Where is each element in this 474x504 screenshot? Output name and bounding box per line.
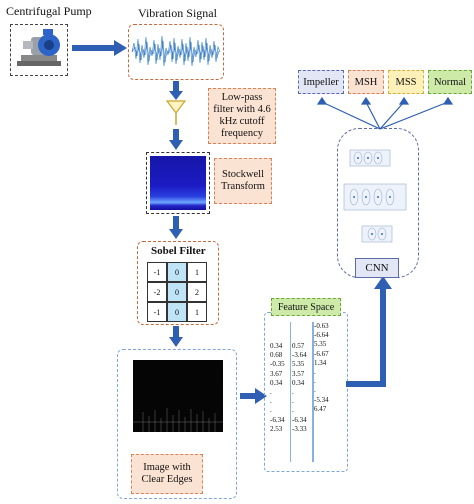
feature-value: -0.35 (270, 360, 285, 369)
feature-value: 0.57 (292, 342, 305, 350)
feature-space-title: Feature Space (271, 298, 341, 316)
stockwell-label: Stockwell Transform (214, 158, 272, 204)
sobel-cell: -1 (147, 302, 167, 322)
feature-value: 3.67 (270, 369, 283, 378)
feature-value: . (292, 406, 294, 415)
arrow-signal-to-filter (169, 81, 183, 100)
sobel-cell: 1 (187, 262, 207, 282)
edge-image-label: Image with Clear Edges (131, 454, 203, 494)
sobel-cell: -2 (147, 282, 167, 302)
stockwell-image-frame (146, 152, 210, 214)
arrow-filter-to-stockwell (169, 129, 183, 150)
feature-column-3-frame (312, 322, 339, 462)
feature-column-2-frame (290, 322, 314, 462)
feature-value: -3.33 (292, 424, 307, 433)
feature-value: . (314, 377, 316, 386)
feature-value: 5.35 (314, 340, 327, 349)
pump-image-frame (10, 24, 68, 76)
class-box-msh: MSH (348, 70, 384, 94)
feature-value: -3.64 (292, 351, 307, 360)
edge-texture (133, 408, 223, 432)
class-box-mss: MSS (388, 70, 424, 94)
feature-value: . (314, 368, 316, 377)
arrow-image-to-features (240, 388, 267, 404)
vibration-title: Vibration Signal (138, 6, 217, 20)
feature-value: . (292, 388, 294, 397)
edge-image-container (117, 349, 237, 499)
class-connectors (316, 96, 454, 130)
feature-value: -6.34 (292, 415, 307, 424)
feature-value: 3.57 (292, 369, 305, 378)
pump-title: Centrifugal Pump (6, 4, 92, 18)
sobel-cell: -1 (147, 262, 167, 282)
arrow-features-to-cnn (346, 276, 392, 387)
cnn-feature-maps-icon (343, 149, 407, 243)
class-box-impeller: Impeller (298, 70, 344, 94)
cnn-label: CNN (355, 258, 399, 278)
sobel-cell: 2 (187, 282, 207, 302)
feature-value: . (314, 386, 316, 395)
vibration-signal-box (128, 24, 224, 80)
arrow-pump-to-signal (72, 40, 127, 56)
filter-label: Low-pass filter with 4.6 kHz cutoff freq… (208, 88, 276, 144)
sobel-cell: 1 (187, 302, 207, 322)
edge-image (133, 360, 223, 432)
arrow-sobel-to-image (169, 326, 183, 347)
feature-value: 0.68 (270, 351, 283, 360)
feature-value: -6.34 (270, 415, 285, 424)
feature-value: -6.67 (314, 349, 329, 358)
feature-value: 0.34 (292, 378, 305, 387)
feature-value: -5.34 (314, 395, 329, 404)
feature-value: 0.34 (270, 342, 283, 350)
arrow-stockwell-to-sobel (169, 216, 183, 239)
feature-value: . (292, 397, 294, 406)
feature-value: -6.64 (314, 331, 329, 340)
sobel-title: Sobel Filter (151, 245, 206, 257)
feature-value: . (270, 406, 272, 415)
filter-icon (166, 100, 186, 125)
class-box-normal: Normal (428, 70, 472, 94)
vibration-waveform (131, 35, 221, 67)
feature-value: 5.35 (292, 360, 305, 369)
feature-value: 2.53 (270, 424, 283, 433)
sobel-cell: 0 (167, 282, 187, 302)
stockwell-spectrogram (150, 156, 206, 210)
feature-value: 0.34 (270, 378, 283, 387)
sobel-cell: 0 (167, 302, 187, 322)
feature-value: . (270, 388, 272, 397)
sobel-box (137, 241, 219, 325)
feature-value: . (270, 397, 272, 406)
feature-value: 6.47 (314, 404, 327, 413)
feature-value: 1.34 (314, 358, 327, 367)
pump-icon (17, 29, 61, 66)
feature-value: -0.63 (314, 322, 329, 330)
sobel-cell: 0 (167, 262, 187, 282)
